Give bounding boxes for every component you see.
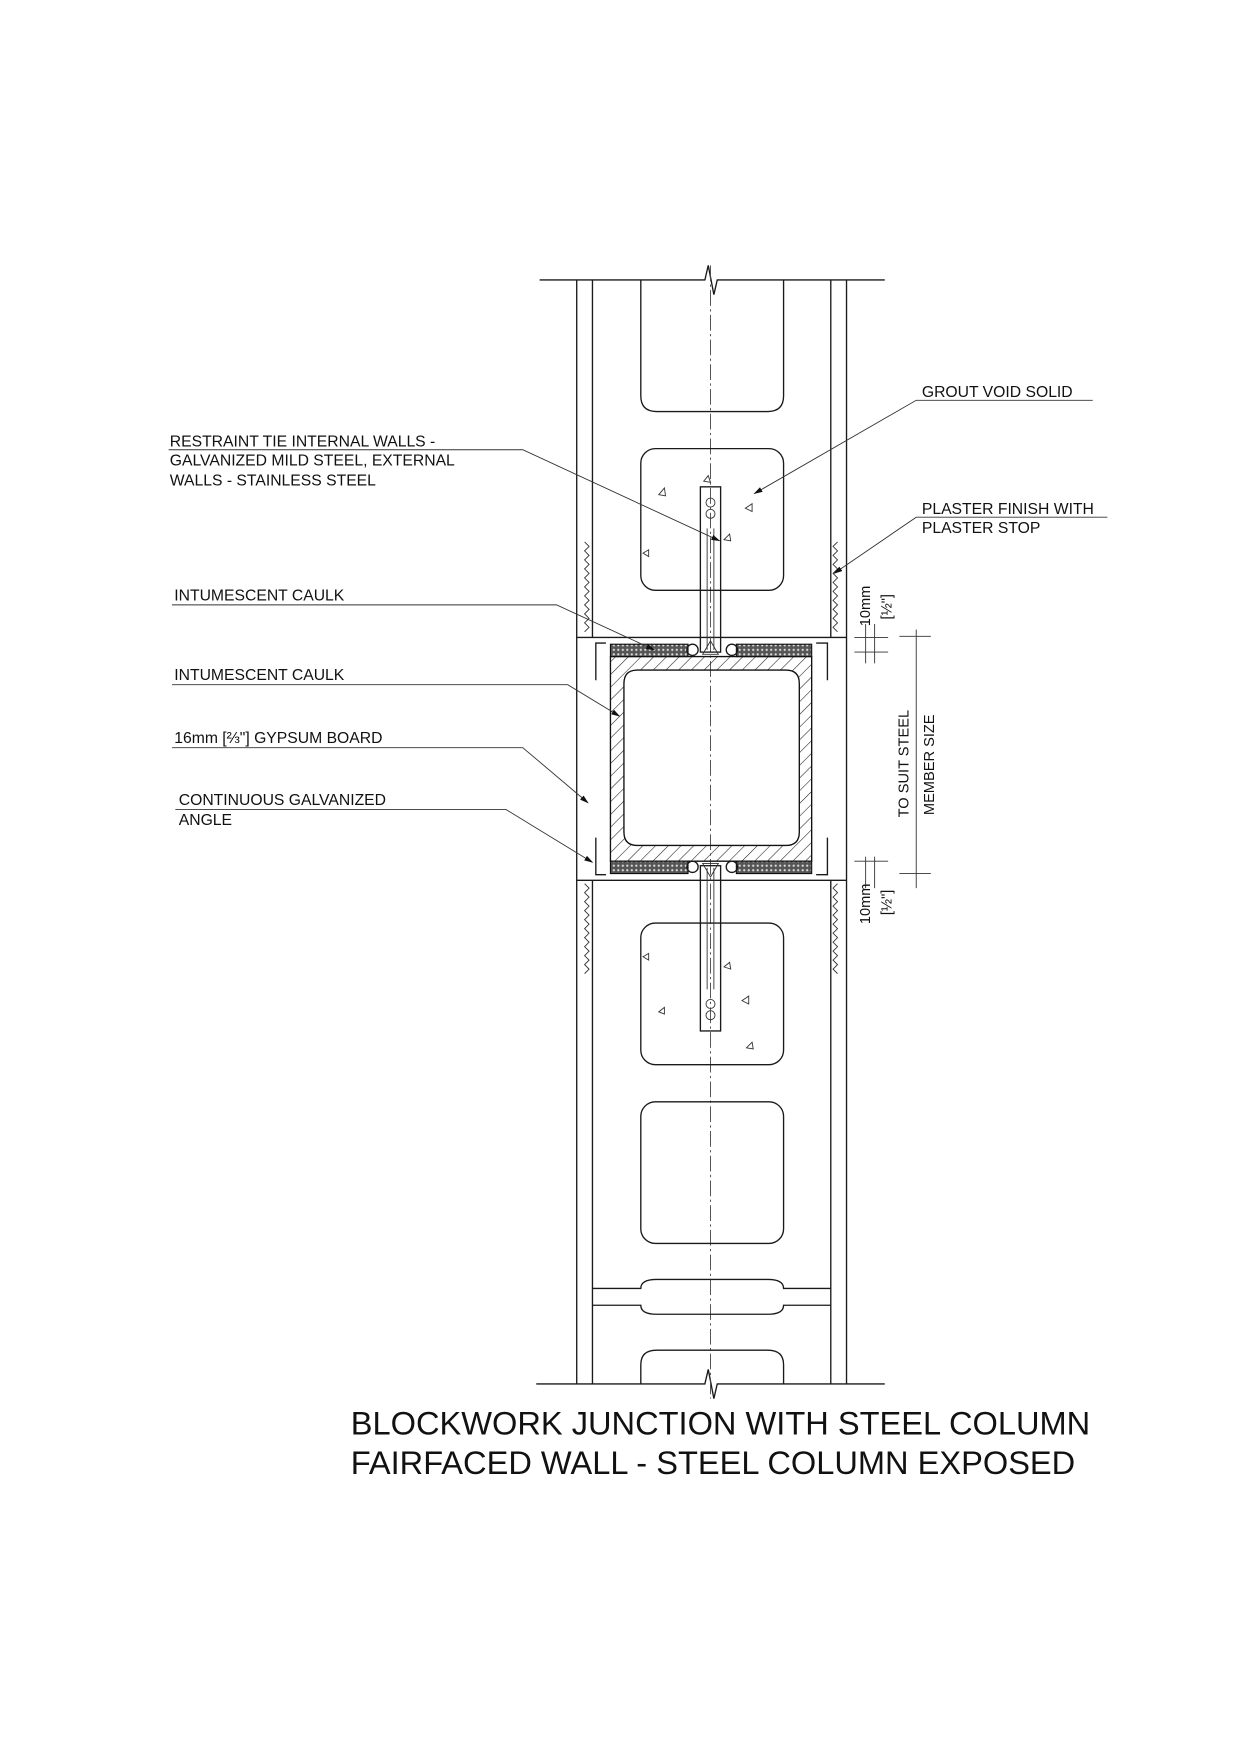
label-caulk-1: INTUMESCENT CAULK — [174, 587, 345, 604]
plaster-finish — [583, 541, 839, 974]
drawing-title-line1: BLOCKWORK JUNCTION WITH STEEL COLUMN — [351, 1405, 1090, 1442]
intumescent-caulk — [609, 643, 813, 875]
label-plaster-2: PLASTER STOP — [922, 520, 1041, 537]
label-angle-2: ANGLE — [179, 812, 232, 829]
drawing-title-line2: FAIRFACED WALL - STEEL COLUMN EXPOSED — [351, 1444, 1075, 1481]
label-caulk-2: INTUMESCENT CAULK — [174, 667, 345, 684]
label-restraint-1: RESTRAINT TIE INTERNAL WALLS - — [170, 433, 436, 450]
label-restraint-2: GALVANIZED MILD STEEL, EXTERNAL — [170, 452, 455, 469]
leader-lines — [168, 399, 1108, 863]
dim-gap-bottom: 10mm — [858, 884, 874, 925]
dim-member-line1: TO SUIT STEEL — [896, 710, 912, 817]
label-angle-1: CONTINUOUS GALVANIZED — [179, 792, 386, 809]
label-grout-void: GROUT VOID SOLID — [922, 384, 1073, 401]
dim-gap-top-imperial: [½"] — [879, 594, 895, 620]
label-restraint-3: WALLS - STAINLESS STEEL — [170, 473, 376, 490]
restraint-tie-upper — [699, 486, 722, 655]
top-break-line — [539, 265, 885, 295]
label-gypsum: 16mm [⅔"] GYPSUM BOARD — [174, 730, 382, 747]
dim-member-line2: MEMBER SIZE — [922, 714, 938, 815]
wall-faces — [576, 279, 848, 1384]
dim-gap-bottom-imperial: [½"] — [879, 890, 895, 916]
dim-gap-top: 10mm — [858, 586, 874, 627]
block-cores — [592, 279, 831, 1384]
steel-column — [609, 655, 813, 862]
dimension-lines — [854, 623, 931, 889]
bottom-break-line — [536, 1369, 885, 1399]
galvanized-angles — [595, 642, 829, 876]
label-plaster-1: PLASTER FINISH WITH — [922, 501, 1094, 518]
grout-aggregate — [642, 474, 754, 1050]
restraint-tie-lower — [699, 862, 722, 1032]
